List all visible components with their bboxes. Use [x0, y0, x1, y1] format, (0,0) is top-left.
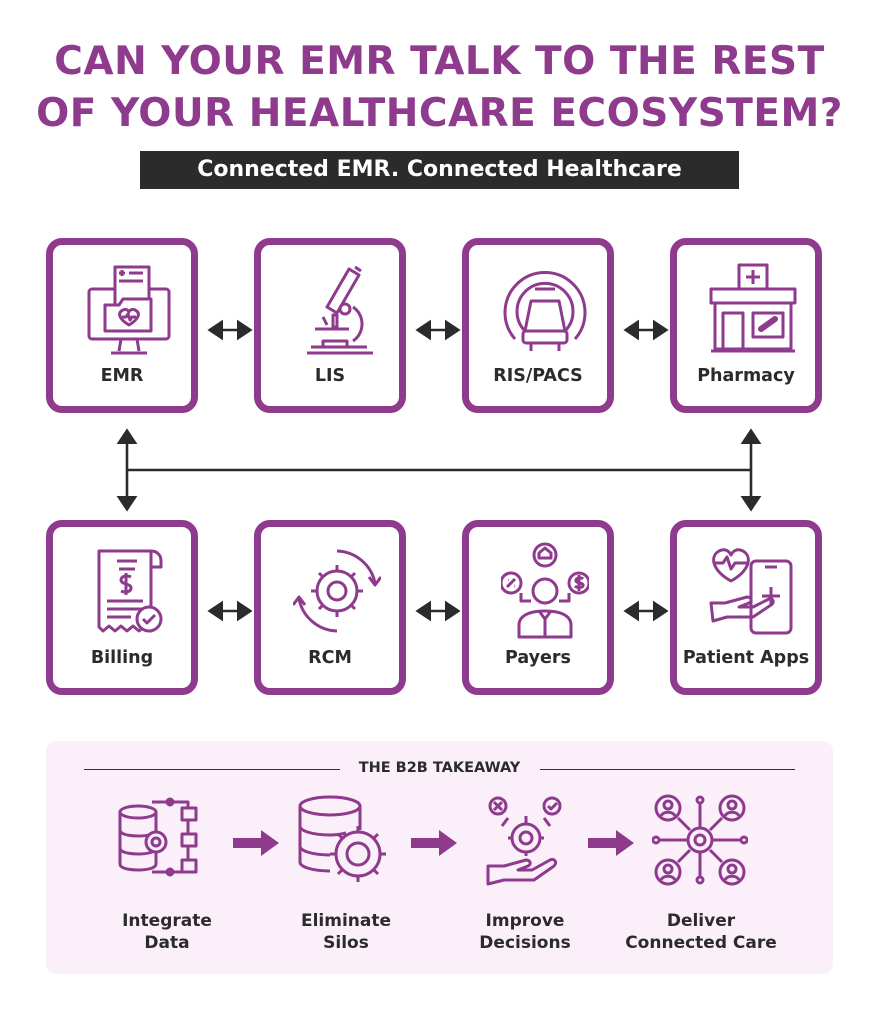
patient-app-icon	[709, 548, 793, 635]
node-patient-apps: Patient Apps	[670, 520, 822, 695]
node-billing: Billing	[46, 520, 198, 695]
node-payers: Payers	[462, 520, 614, 695]
data-integration-icon	[118, 797, 198, 877]
step-arrow-2	[411, 830, 457, 856]
takeaway-panel	[46, 741, 833, 974]
node-label: Pharmacy	[697, 366, 795, 386]
node-label: Payers	[505, 648, 571, 668]
mri-scanner-icon	[503, 271, 587, 351]
node-label: Patient Apps	[682, 648, 810, 668]
node-lis: LIS	[254, 238, 406, 413]
node-label: EMR	[100, 366, 144, 386]
pharmacy-icon	[709, 263, 797, 353]
subtitle-banner: Connected EMR. Connected Healthcare	[140, 151, 739, 189]
gear-cycle-icon	[293, 549, 381, 633]
takeaway-title: THE B2B TAKEAWAY	[358, 760, 521, 776]
title-line-1: CAN YOUR EMR TALK TO THE REST	[54, 39, 825, 84]
step-arrow-3	[588, 830, 634, 856]
node-label: LIS	[314, 366, 346, 386]
node-label: RIS/PACS	[493, 366, 583, 386]
connector-lines	[116, 319, 762, 622]
node-emr: EMR	[46, 238, 198, 413]
billing-receipt-icon	[97, 549, 163, 633]
microscope-icon	[307, 265, 373, 355]
node-label: Billing	[90, 648, 154, 668]
node-rcm: RCM	[254, 520, 406, 695]
emr-monitor-icon	[87, 265, 171, 355]
connected-network-icon	[652, 794, 748, 886]
step-arrow-1	[233, 830, 279, 856]
divider-left	[84, 769, 340, 770]
divider-right	[540, 769, 795, 770]
node-label: RCM	[308, 648, 352, 668]
decision-hand-icon	[486, 796, 562, 886]
node-pharmacy: Pharmacy	[670, 238, 822, 413]
title-line-2: OF YOUR HEALTHCARE ECOSYSTEM?	[36, 91, 843, 136]
payers-person-icon	[501, 542, 589, 639]
database-gear-icon	[298, 795, 386, 882]
node-ris-pacs: RIS/PACS	[462, 238, 614, 413]
